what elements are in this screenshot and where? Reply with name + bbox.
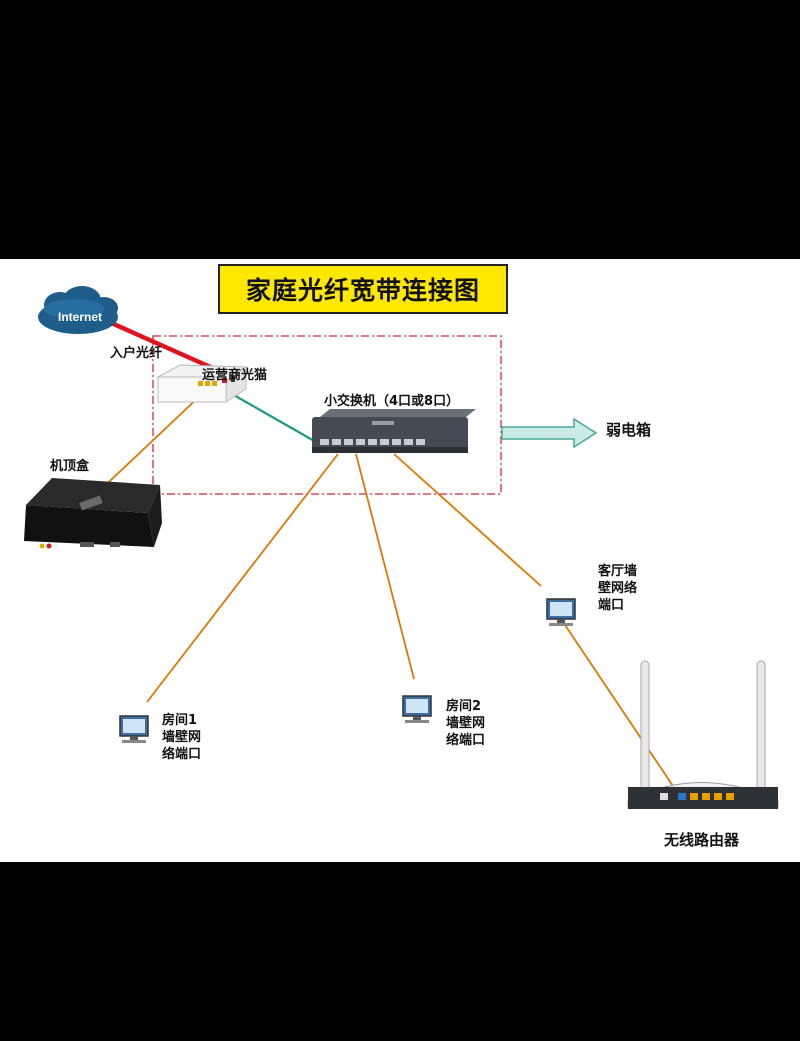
room2-line-3: 络端口 [446,733,486,748]
onu-switch-link [231,393,317,443]
network-diagram: Internet [24,286,779,809]
cable-living-router [564,624,678,793]
diagram-title: 家庭光纤宽带连接图 [218,264,508,314]
monitor-icon [546,598,576,626]
onu-label: 运营商光猫 [202,368,268,383]
stb-label: 机顶盒 [50,459,90,474]
internet-label: Internet [58,310,102,324]
room1-label: 房间1 墙壁网 络端口 [162,712,201,763]
wireless-router-icon [627,660,779,809]
room2-label: 房间2 墙壁网 络端口 [446,698,485,749]
router-label: 无线路由器 [664,831,740,849]
equipment-dashed-box [152,335,502,495]
living-line-3: 端口 [598,598,625,613]
cable-switch-room2 [355,453,415,680]
monitor-icon [402,695,432,723]
fiber-label: 入户光纤 [110,346,163,361]
living-line-2: 壁网络 [598,581,638,596]
living-line-1: 客厅墙 [598,564,638,579]
diagram-panel: Internet 家庭光纤宽带连接图 入户光纤 运营商光猫 小交换机（4口或8口… [0,259,800,862]
switch-label: 小交换机（4口或8口） [324,394,460,409]
living-room-label: 客厅墙 壁网络 端口 [598,563,637,614]
room1-line-1: 房间1 [162,713,198,728]
weak-box-label: 弱电箱 [606,421,652,439]
fiber-line [97,314,227,377]
room2-line-2: 墙壁网 [446,716,486,731]
cloud-icon [38,286,118,334]
cable-switch-room1 [146,453,339,703]
set-top-box-icon [24,478,162,549]
switch-device-icon [312,409,476,453]
room1-line-2: 墙壁网 [162,730,202,745]
cable-switch-living [393,453,542,587]
right-arrow-icon [501,417,598,449]
room2-line-1: 房间2 [446,699,482,714]
room1-line-3: 络端口 [162,747,202,762]
monitor-icon [119,715,149,743]
onu-device-icon [156,364,248,403]
